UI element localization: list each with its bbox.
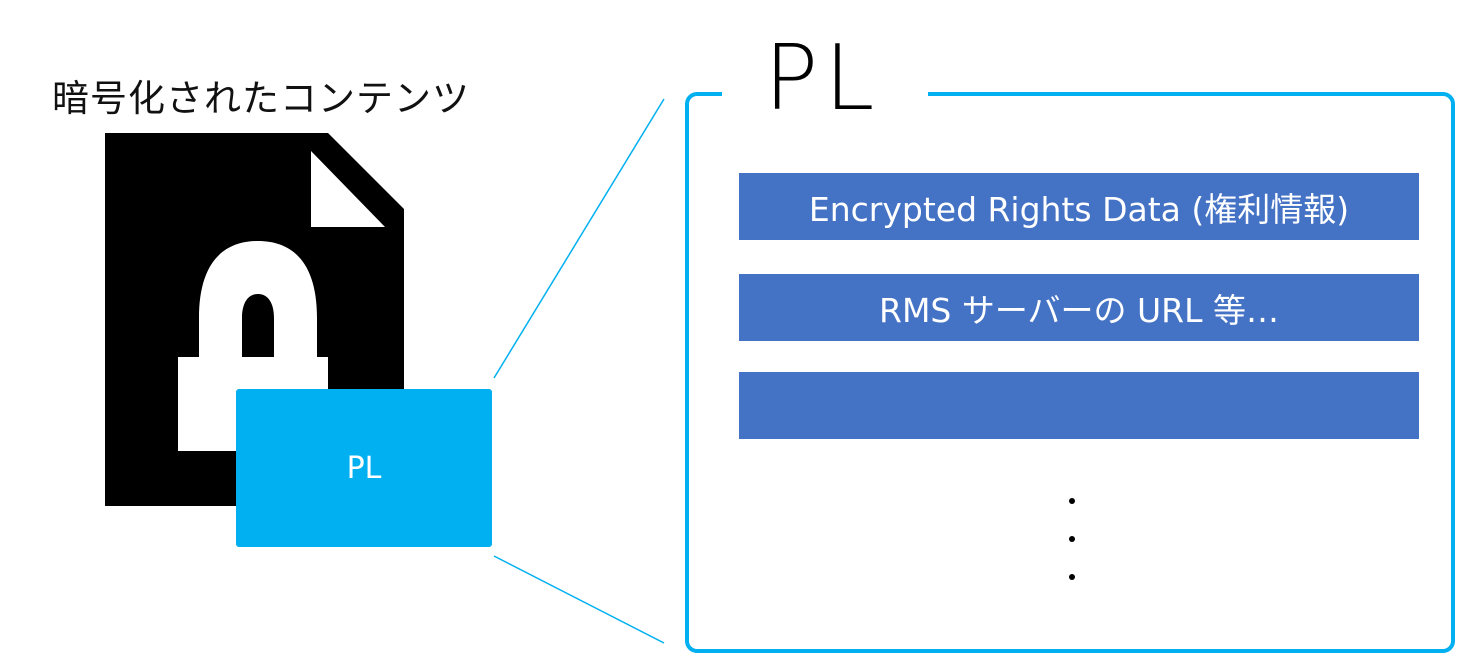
lock-shackle (199, 241, 317, 357)
document-fold (311, 151, 385, 227)
pl-row-rights-data: Encrypted Rights Data (権利情報) (739, 173, 1419, 240)
pl-detail-frame (685, 92, 1455, 653)
pl-row-server-url: RMS サーバーの URL 等… (739, 274, 1419, 341)
ellipsis-dot (1069, 536, 1075, 542)
content-caption: 暗号化されたコンテンツ (52, 77, 470, 120)
ellipsis-dot (1069, 498, 1075, 504)
pl-detail-title: PL (764, 26, 881, 131)
pl-row-empty (739, 372, 1419, 439)
connector-line-top (493, 98, 665, 379)
connector-line-bottom (493, 555, 665, 644)
ellipsis-dot (1069, 574, 1075, 580)
frame-title-gap (722, 80, 928, 108)
pl-badge: PL (236, 389, 492, 547)
